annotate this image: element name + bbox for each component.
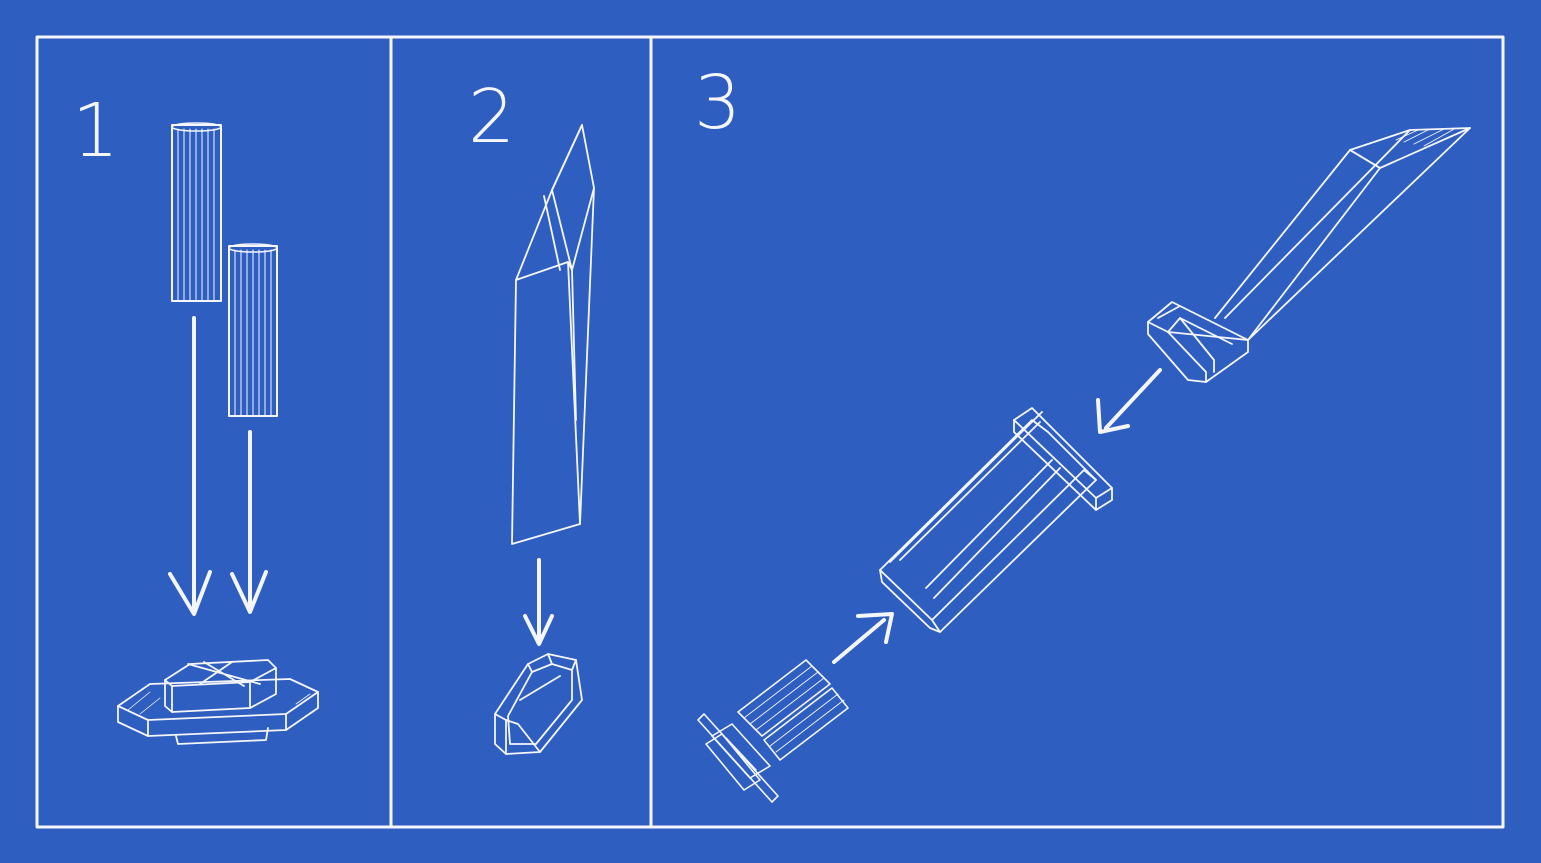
down-arrow-1a [168,316,212,616]
handle [879,407,1113,633]
frame [35,35,1505,829]
grip-pin-long [171,122,222,302]
panel-1 [117,122,319,745]
crossguard [117,659,319,745]
pommel-cap [697,713,779,803]
pins [737,659,849,761]
step-number-2: 2 [468,74,515,160]
blade-holder [494,653,583,755]
step-number-3: 3 [694,60,741,146]
panel-2 [494,124,595,755]
blade-assembly [1147,127,1471,383]
step-number-1: 1 [72,88,119,174]
grip-pin-short [228,243,278,417]
down-arrow-2 [523,558,554,646]
diagonal-arrow-down [1096,368,1162,434]
outer-border [35,35,1505,829]
down-arrow-1b [230,430,268,614]
blade [511,124,595,545]
diagonal-arrow-up [832,612,894,664]
panel-3 [697,127,1471,803]
